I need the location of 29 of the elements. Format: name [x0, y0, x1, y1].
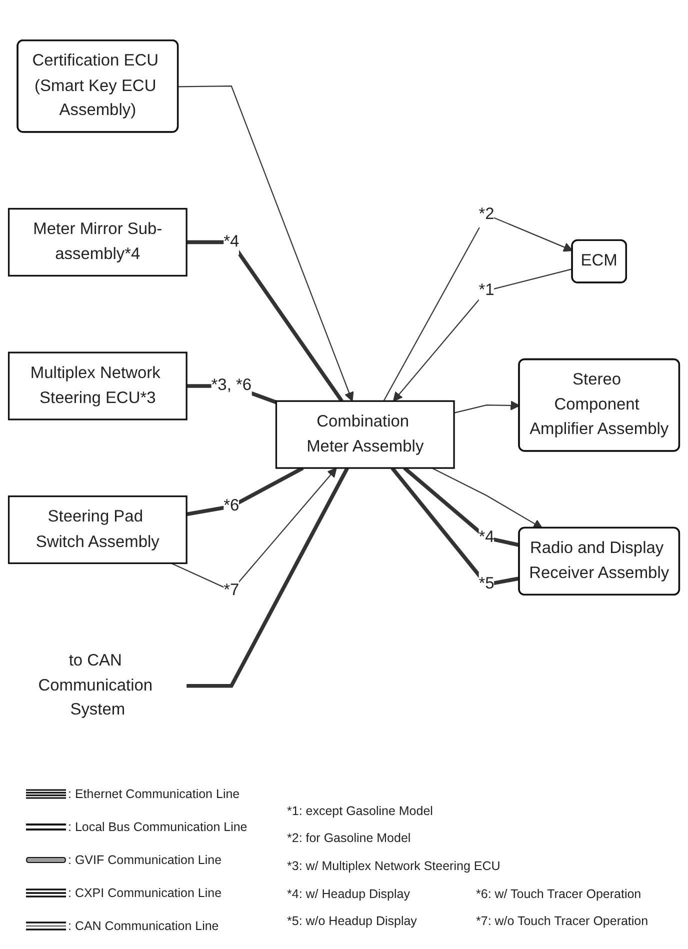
footnote-text: *3: w/ Multiplex Network Steering ECU — [287, 859, 500, 873]
component-box: Steering Pad Switch Assembly — [8, 495, 188, 564]
connector-line — [186, 467, 350, 688]
footnote-text: *4: w/ Headup Display — [287, 887, 410, 901]
footnote-text: *5: w/o Headup Display — [287, 914, 417, 928]
destination-label: to CAN Communication System — [38, 651, 153, 720]
component-box: Radio and Display Receiver Assembly — [518, 526, 680, 596]
legend-text: : Ethernet Communication Line — [68, 787, 240, 801]
connector-line — [178, 86, 354, 402]
connector-line — [390, 466, 520, 587]
connector-line — [432, 468, 543, 529]
connector-line — [392, 268, 573, 402]
component-box: Certification ECU (Smart Key ECU Assembly) — [16, 39, 179, 133]
component-box: Combination Meter Assembly — [275, 400, 455, 469]
component-box: ECM — [571, 239, 627, 284]
connector-line — [186, 240, 344, 402]
component-box: Meter Mirror Sub-assembly*4 — [8, 208, 188, 277]
footnote-text: *6: w/ Touch Tracer Operation — [476, 887, 642, 901]
legend-text: : CXPI Communication Line — [68, 886, 222, 900]
footnote-text: *1: except Gasoline Model — [287, 804, 433, 818]
connector-line — [403, 466, 520, 548]
legend-text: : Local Bus Communication Line — [68, 820, 248, 834]
footnote-text: *2: for Gasoline Model — [287, 831, 411, 845]
footnote-text: *7: w/o Touch Tracer Operation — [476, 914, 648, 928]
component-box: Stereo Component Amplifier Assembly — [518, 358, 680, 452]
component-box: Multiplex Network Steering ECU*3 — [8, 352, 188, 420]
legend-text: : GVIF Communication Line — [68, 853, 222, 867]
connector-line — [454, 400, 520, 414]
legend-text: : CAN Communication Line — [68, 919, 219, 933]
